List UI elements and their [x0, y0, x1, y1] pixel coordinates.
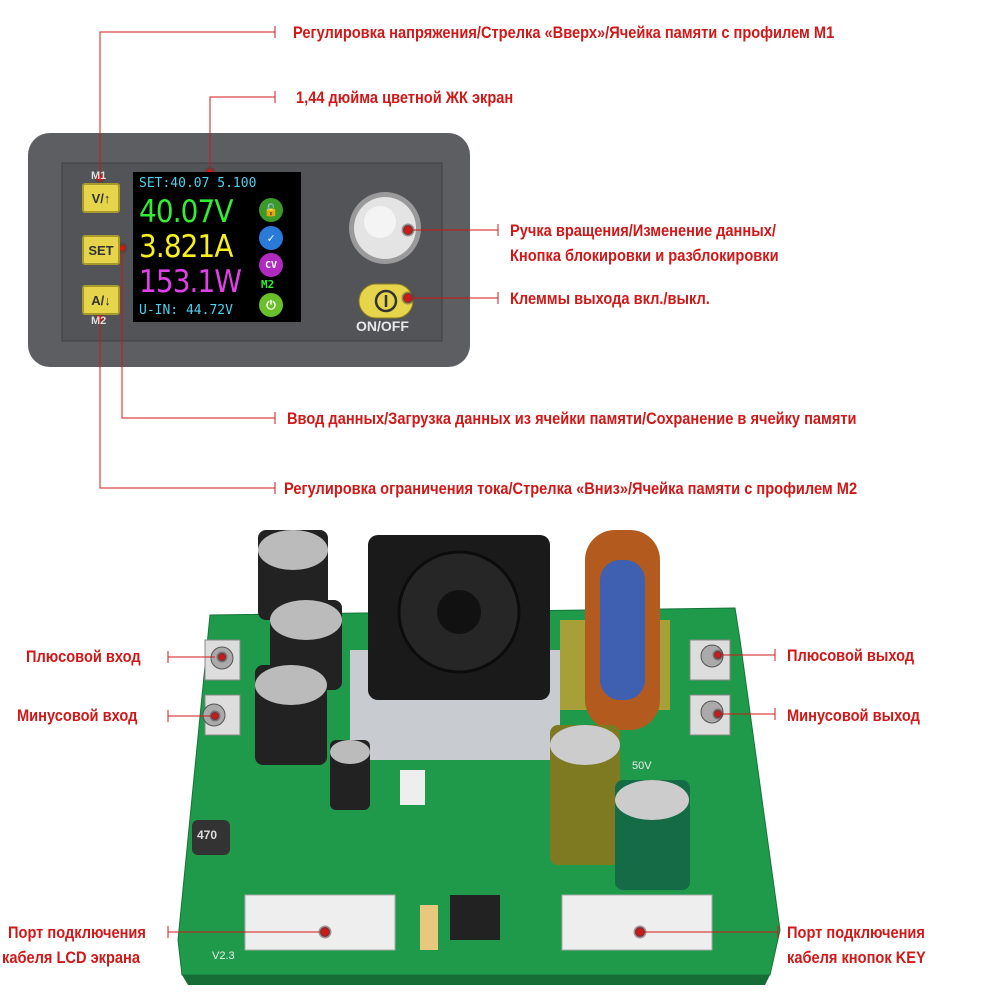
- lcd-set-line: SET:40.07 5.100: [139, 176, 257, 191]
- callout-lcd-port-2: кабеля LCD экрана: [2, 948, 141, 967]
- m2-label: M2: [91, 315, 107, 327]
- cv-mode-icon: CV: [259, 253, 283, 277]
- lcd-power: 153.1W: [139, 264, 242, 300]
- rotary-knob: [349, 192, 421, 264]
- lcd-current: 3.821A: [139, 229, 233, 265]
- power-button: [358, 283, 414, 319]
- power-icon: ⏻: [259, 293, 283, 317]
- callout-lcd-screen: 1,44 дюйма цветной ЖК экран: [296, 88, 514, 107]
- voltage-up-button[interactable]: V/↑: [82, 183, 120, 213]
- lcd-voltage: 40.07V: [139, 194, 233, 230]
- callout-knob-2: Кнопка блокировки и разблокировки: [510, 246, 779, 265]
- pcb-board: [177, 530, 781, 985]
- mcu-chip: [450, 895, 500, 940]
- callout-current-down-m2: Регулировка ограничения тока/Стрелка «Вн…: [284, 479, 858, 498]
- callout-lines: [99, 26, 779, 938]
- inductor-marking: 470: [197, 828, 218, 842]
- callout-plus-input: Плюсовой вход: [26, 647, 141, 666]
- key-connector: [561, 894, 713, 951]
- callout-minus-output: Минусовой выход: [787, 706, 920, 725]
- callout-minus-input: Минусовой вход: [17, 706, 138, 725]
- toroid-inductor: [585, 530, 660, 730]
- current-down-button[interactable]: A/↓: [82, 285, 120, 315]
- pcb-version: V2.3: [212, 950, 235, 962]
- callout-key-port-1: Порт подключения: [787, 923, 925, 942]
- onoff-label: ON/OFF: [356, 318, 409, 334]
- unlock-icon: 🔓: [259, 198, 283, 222]
- callout-lcd-port-1: Порт подключения: [8, 923, 146, 942]
- lcd-connector: [244, 894, 396, 951]
- callout-set-data: Ввод данных/Загрузка данных из ячейки па…: [287, 409, 857, 428]
- memory-indicator: M2: [261, 278, 275, 291]
- check-icon: ✓: [259, 226, 283, 250]
- callout-output-onoff: Клеммы выхода вкл./выкл.: [510, 289, 710, 308]
- lcd-screen: SET:40.07 5.100 40.07V 3.821A 153.1W U-I…: [133, 172, 301, 322]
- set-button[interactable]: SET: [82, 235, 120, 265]
- input-capacitors: [255, 530, 370, 810]
- lcd-input-voltage: U-IN: 44.72V: [139, 303, 233, 318]
- capacitor-rating: 50V: [632, 760, 652, 772]
- output-capacitors: [550, 725, 690, 890]
- m1-label: M1: [91, 170, 107, 182]
- callout-voltage-up-m1: Регулировка напряжения/Стрелка «Вверх»/Я…: [293, 23, 835, 42]
- callout-plus-output: Плюсовой выход: [787, 646, 915, 665]
- callout-knob-1: Ручка вращения/Изменение данных/: [510, 221, 776, 240]
- inductor-470: [192, 820, 230, 855]
- callout-key-port-2: кабеля кнопок KEY: [787, 948, 926, 967]
